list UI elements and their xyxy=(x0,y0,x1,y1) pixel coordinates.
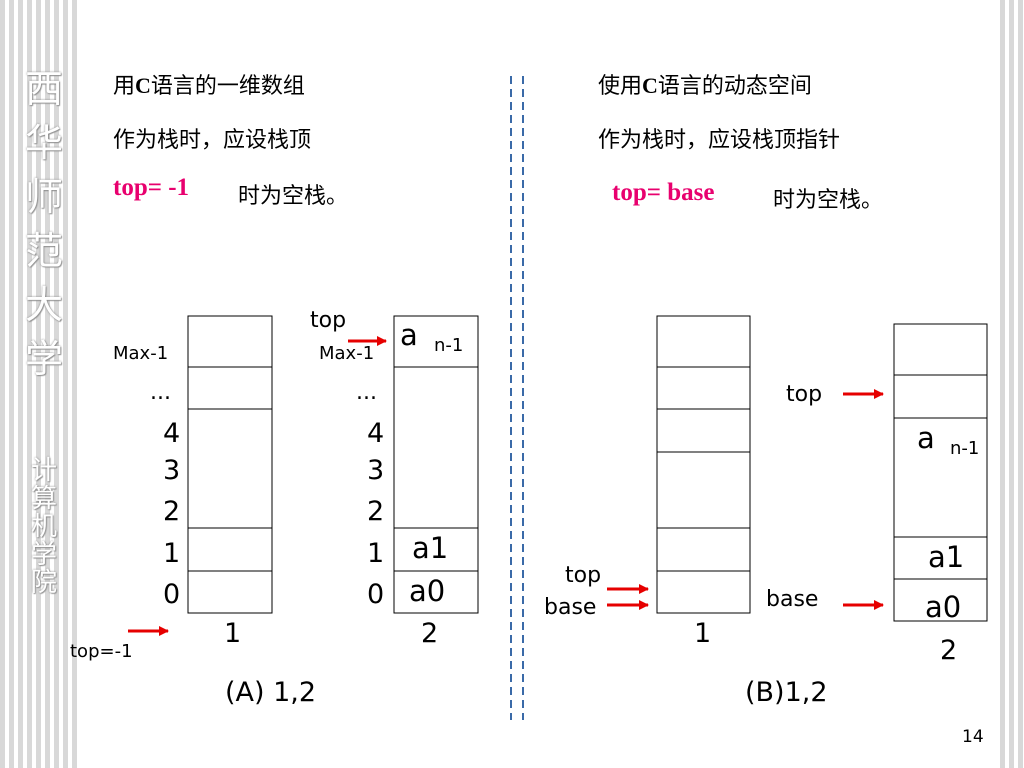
a1-index-4: 4 xyxy=(163,418,181,449)
a2-index-3: 3 xyxy=(367,455,385,486)
a2-caption: 2 xyxy=(421,618,439,649)
a1-index-1: 1 xyxy=(163,538,181,569)
a1-index-2: 2 xyxy=(163,496,181,527)
stack-b1 xyxy=(656,315,751,614)
school-name-vertical: 西 华 师 范 大 学 xyxy=(24,67,63,381)
b2-cell-a1: a1 xyxy=(928,540,965,574)
right-text-line2: 作为栈时，应设栈顶指针 xyxy=(598,128,841,153)
stack-a1 xyxy=(187,315,273,614)
a-top-empty-label: top=-1 xyxy=(70,641,133,662)
b2-caption: 2 xyxy=(940,635,958,666)
b1-base-label: base xyxy=(544,595,597,620)
a1-index-3: 3 xyxy=(163,455,181,486)
page-number: 14 xyxy=(962,727,984,747)
a2-cell-top-sub: n-1 xyxy=(434,335,464,356)
a2-cell-a0: a0 xyxy=(409,574,446,608)
right-stripe-decoration xyxy=(1000,0,1024,768)
b1-top-label: top xyxy=(565,563,602,588)
a2-index-2: 2 xyxy=(367,496,385,527)
right-text-line1: 使用C语言的动态空间 xyxy=(598,73,812,99)
a2-cell-top-a: a xyxy=(400,318,418,352)
b2-top-label: top xyxy=(786,382,823,407)
left-condition: top= -1 xyxy=(113,174,190,201)
a2-index-dots: ... xyxy=(356,380,377,405)
college-name-vertical: 计 算 机 学 院 xyxy=(30,456,57,598)
a2-index-max: Max-1 xyxy=(319,343,375,364)
right-condition-suffix: 时为空栈。 xyxy=(773,188,884,213)
left-text-line2: 作为栈时，应设栈顶 xyxy=(113,128,312,153)
b2-cell-a0: a0 xyxy=(925,590,962,624)
right-condition: top= base xyxy=(612,179,715,206)
left-stripe-decoration xyxy=(0,0,78,768)
a2-cell-a1: a1 xyxy=(412,531,449,565)
b1-caption: 1 xyxy=(694,618,712,649)
stack-a2 xyxy=(393,315,479,614)
b2-cell-top-a: a xyxy=(917,421,935,455)
a2-index-1: 1 xyxy=(367,538,385,569)
b2-base-label: base xyxy=(766,587,819,612)
a1-index-0: 0 xyxy=(163,579,181,610)
a1-index-dots: ... xyxy=(150,380,171,405)
a2-index-4: 4 xyxy=(367,418,385,449)
stack-b2 xyxy=(893,323,988,622)
dashed-divider xyxy=(510,76,524,720)
b2-cell-top-sub: n-1 xyxy=(950,438,980,459)
a1-caption: 1 xyxy=(224,618,242,649)
left-condition-suffix: 时为空栈。 xyxy=(238,184,349,209)
left-text-line1: 用C语言的一维数组 xyxy=(113,73,305,99)
a2-top-label: top xyxy=(310,308,347,333)
diagram-a-caption: (A) 1,2 xyxy=(225,677,317,708)
a1-index-max: Max-1 xyxy=(113,343,169,364)
a2-index-0: 0 xyxy=(367,579,385,610)
diagram-b-caption: (B)1,2 xyxy=(745,677,828,708)
